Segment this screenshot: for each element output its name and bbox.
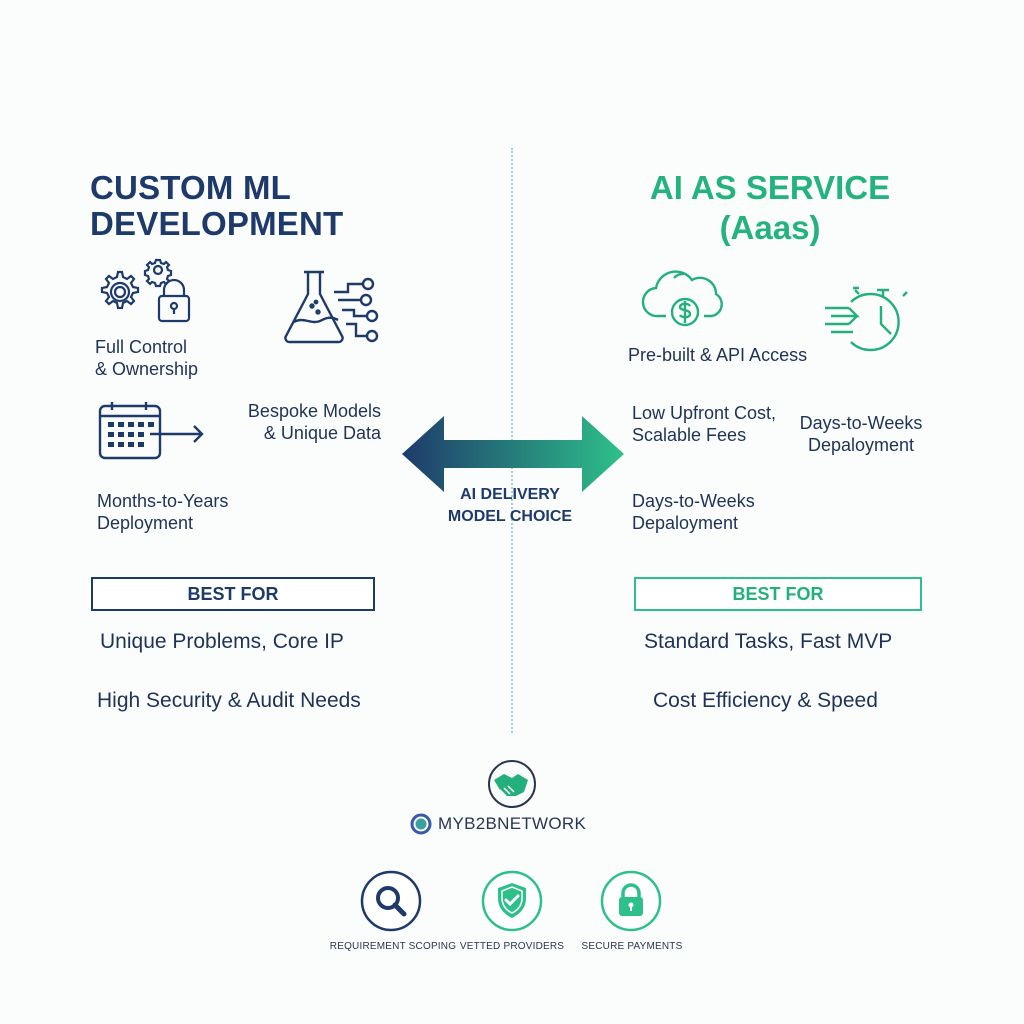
magnifier-icon [360,870,422,932]
feature-days-to-weeks-1: Days-to-Weeks Depaloyment [796,412,926,456]
left-best-for-header: BEST FOR [91,577,375,611]
feature-days-to-weeks-2: Days-to-Weeks Depaloyment [632,490,755,534]
feature-prebuilt-api: Pre-built & API Access [628,345,808,365]
footer-label-secure-payments: SECURE PAYMENTS [581,941,683,952]
left-title: CUSTOM ML DEVELOPMENT [90,170,343,242]
feature-low-upfront-cost: Low Upfront Cost, Scalable Fees [632,402,776,446]
feature-text-line2: Deployment [97,513,194,533]
feature-bespoke-models: Bespoke Models & Unique Data [236,400,381,444]
handshake-globe-icon [488,760,536,808]
center-label-line2: MODEL CHOICE [447,508,573,525]
feature-text-line1: Days-to-Weeks [632,491,755,511]
cloud-dollar-icon [641,270,723,327]
right-title: AI AS SERVICE (Aaas) [600,168,940,248]
feature-full-control: Full Control & Ownership [95,336,198,380]
padlock-icon [600,870,662,932]
right-best-for-item: Cost Efficiency & Speed [653,689,878,712]
feature-text-line2: Depaloyment [807,435,915,455]
fast-stopwatch-icon [825,286,908,352]
feature-text-line2: Depaloyment [632,513,739,533]
brand: MYB2BNETWORK [410,813,586,835]
gears-lock-icon [100,258,191,323]
right-title-line1: AI AS SERVICE [649,169,891,206]
center-label: AI DELIVERY MODEL CHOICE [430,484,590,528]
right-best-for-header: BEST FOR [634,577,922,611]
footer-label-vetted-providers: VETTED PROVIDERS [459,941,565,952]
calendar-arrow-icon [98,402,204,460]
left-title-line2: DEVELOPMENT [90,205,344,242]
left-best-for-item: High Security & Audit Needs [97,689,361,712]
feature-text-line1: Low Upfront Cost, [632,403,777,423]
feature-text-line1: Bespoke Models [247,401,381,421]
flask-circuit-icon [284,270,379,344]
footer-label-requirement-scoping: REQUIREMENT SCOPING [329,941,457,952]
left-title-line1: CUSTOM ML [90,169,292,206]
brand-logo-icon [410,813,432,835]
feature-text-line2: & Unique Data [263,423,381,443]
feature-months-to-years: Months-to-Years Deployment [97,490,228,534]
feature-text-line2: Scalable Fees [632,425,747,445]
feature-text-line1: Full Control [95,337,188,357]
feature-text-line1: Months-to-Years [97,491,229,511]
right-title-line2: (Aaas) [719,209,821,246]
shield-check-icon [481,870,543,932]
center-label-line1: AI DELIVERY [460,486,560,503]
feature-text-line1: Days-to-Weeks [799,413,923,433]
right-best-for-item: Standard Tasks, Fast MVP [644,630,893,653]
feature-text-line2: & Ownership [95,359,199,379]
brand-name: MYB2BNETWORK [438,814,587,833]
double-arrow-icon [402,416,624,492]
left-best-for-item: Unique Problems, Core IP [100,630,344,653]
